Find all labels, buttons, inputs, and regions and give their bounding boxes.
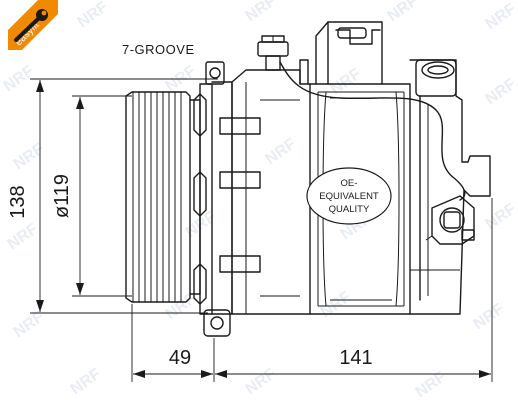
watermark-logo: NRF xyxy=(183,208,220,241)
watermark-logo: NRF xyxy=(75,0,112,31)
mounting-ear-top xyxy=(205,61,225,85)
watermark-logo: NRF xyxy=(385,0,422,25)
quality-stamp-line3: QUALITY xyxy=(329,204,370,215)
connector-plug xyxy=(425,195,475,245)
electrical-connector xyxy=(257,35,289,71)
wrench-icon xyxy=(14,9,48,42)
watermark-logo: NRF xyxy=(68,365,105,398)
rear-port xyxy=(409,59,491,315)
quality-stamp: OE- EQUIVALENT QUALITY xyxy=(306,167,392,225)
dimension-label-49: 49 xyxy=(169,347,191,369)
dimension-bottom: 49 141 xyxy=(131,198,493,382)
watermark-logo: NRF xyxy=(5,220,42,253)
watermark-logo: NRF xyxy=(318,288,355,321)
quality-stamp-line2: EQUIVALENT xyxy=(319,191,379,202)
watermark-logo: NRF xyxy=(483,75,518,108)
watermark-logo: NRF xyxy=(483,0,518,33)
dimension-label-141: 141 xyxy=(339,347,372,369)
dimension-label-119: ø119 xyxy=(51,174,73,218)
top-port-block xyxy=(315,21,383,85)
mounting-ear-bottom xyxy=(203,309,231,337)
dimension-label-138: 138 xyxy=(7,185,29,218)
pulley xyxy=(125,91,201,303)
watermark-logo: NRF xyxy=(413,368,450,400)
watermark-logo: NRF xyxy=(243,365,280,398)
sensor-cable xyxy=(279,61,466,201)
watermark-logo: NRF xyxy=(263,135,300,168)
dimension-pulley-diameter: ø119 xyxy=(51,95,132,297)
groove-callout: 7-GROOVE xyxy=(122,42,195,57)
watermark-logo: NRF xyxy=(483,200,518,233)
easyfit-badge: easyfit xyxy=(8,0,58,50)
groove-label: 7-GROOVE xyxy=(122,42,195,57)
front-cover xyxy=(193,81,233,315)
dimension-height-138: 138 xyxy=(7,78,218,314)
watermark-logo: NRF xyxy=(11,140,48,173)
watermark-logo: NRF xyxy=(328,65,365,98)
watermark-logo: NRF xyxy=(243,0,280,25)
watermark-logo: NRF xyxy=(471,300,508,333)
quality-stamp-line1: OE- xyxy=(341,178,358,189)
